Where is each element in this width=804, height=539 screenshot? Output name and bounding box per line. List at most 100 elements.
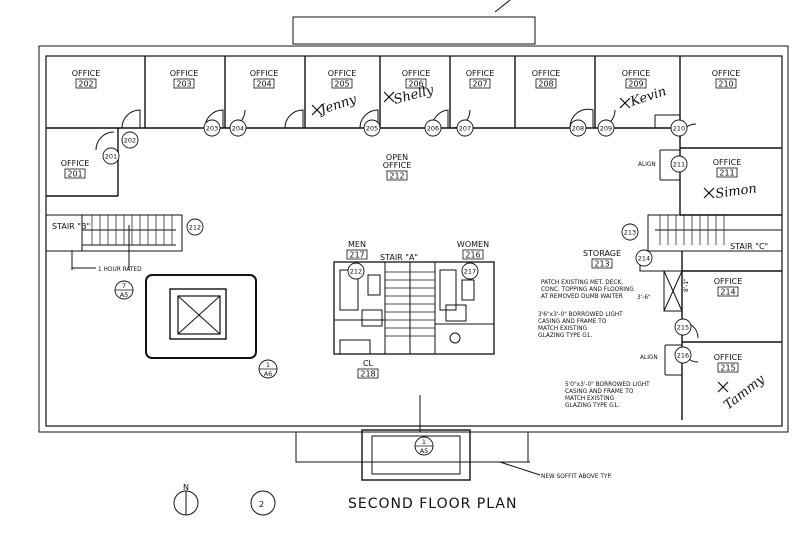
borrowed2-note-4: GLAZING TYPE G1. <box>565 403 619 409</box>
room-number-box <box>716 167 738 178</box>
door-tag-label: 209 <box>600 125 612 133</box>
room-214: OFFICE 214 <box>714 277 743 297</box>
stair-c-label: STAIR "C" <box>730 242 768 251</box>
door-tag-label: 212 <box>189 224 201 232</box>
room-number-box <box>405 78 427 89</box>
dimension-2: 8'-1" <box>684 278 690 292</box>
sheet-circle <box>250 490 276 516</box>
room-name: CL <box>363 359 374 368</box>
inner-wall <box>45 55 783 427</box>
door-tag-label: 211 <box>673 161 685 169</box>
door-tag-label: 215 <box>677 324 689 332</box>
borrowed1-note-4: GLAZING TYPE G1. <box>538 333 592 339</box>
door-tag-217: 217 <box>461 262 479 280</box>
section-mark-bottom: A5 <box>420 447 429 455</box>
room-name: OFFICE <box>170 69 199 78</box>
room-number: 214 <box>720 288 735 297</box>
room-number: 210 <box>718 80 733 89</box>
room-number-box <box>357 368 379 379</box>
room-number-box <box>469 78 491 89</box>
room-number-box <box>591 258 613 269</box>
room-number: 216 <box>465 251 480 260</box>
door-tag-212: 212 <box>347 262 365 280</box>
top-leader <box>494 0 511 13</box>
door-tag-210: 210 <box>670 119 688 137</box>
door-tag-label: 201 <box>105 153 117 161</box>
room-number-box <box>717 286 739 297</box>
door-tag-label: 202 <box>124 137 136 145</box>
soffit-note: NEW SOFFIT ABOVE TYP. <box>541 474 612 480</box>
room-number: 201 <box>67 170 82 179</box>
room-number: 206 <box>408 80 423 89</box>
door-tag-212: 212 <box>186 218 204 236</box>
door-tag-label: 214 <box>638 255 650 263</box>
room-name: OFFICE <box>532 69 561 78</box>
room-name: WOMEN <box>457 240 489 249</box>
handwritten-simon: Simon <box>714 181 757 202</box>
door-tag-label: 203 <box>206 125 218 133</box>
room-number: 213 <box>594 260 609 269</box>
room-number: 215 <box>720 364 735 373</box>
section-marks: 7A5 1A6 1A5 <box>114 280 434 456</box>
hour-rated-note: 1 HOUR RATED <box>98 267 142 273</box>
stair-b-label: STAIR "B" <box>52 222 90 231</box>
top-bumpout <box>292 16 536 45</box>
door-tag-211: 211 <box>670 155 688 173</box>
section-mark: 1A6 <box>258 359 278 379</box>
section-mark-bottom: A6 <box>264 370 273 378</box>
room-number: 211 <box>719 169 734 178</box>
room-number-box <box>64 168 86 179</box>
borrowed1-note-1: 3'6"x3'-0" BORROWED LIGHT <box>538 312 623 318</box>
door-tag-209: 209 <box>597 119 615 137</box>
room-name: OFFICE <box>61 159 90 168</box>
room-number: 203 <box>176 80 191 89</box>
room-number: 202 <box>78 80 93 89</box>
door-tag-213: 213 <box>621 223 639 241</box>
door-tag-label: 216 <box>677 352 689 360</box>
room-number-box <box>625 78 647 89</box>
borrowed1-note-3: MATCH EXISTING <box>538 326 588 332</box>
section-mark: 1A5 <box>414 436 434 456</box>
door-tag-label: 204 <box>232 125 244 133</box>
door-tag-215: 215 <box>674 318 692 336</box>
sheet-number: 2 <box>259 500 264 509</box>
door-tag-201: 201 <box>102 147 120 165</box>
stair-a-label: STAIR "A" <box>380 253 418 262</box>
room-name: OFFICE <box>714 277 743 286</box>
room-216: WOMEN 216 <box>457 240 489 260</box>
room-name: OFFICE <box>383 161 412 170</box>
room-number-box <box>331 78 353 89</box>
section-mark: 7A5 <box>114 280 134 300</box>
room-labels: OFFICE202OFFICE203OFFICE204OFFICE205OFFI… <box>61 69 743 379</box>
room-number: 209 <box>628 80 643 89</box>
room-number: 217 <box>349 251 364 260</box>
align-note-1: ALIGN <box>638 162 656 168</box>
door-tag-216: 216 <box>674 346 692 364</box>
door-tag-label: 208 <box>572 125 584 133</box>
room-name: OPEN <box>386 153 408 162</box>
door-tag-label: 210 <box>673 125 685 133</box>
room-number-box <box>173 78 195 89</box>
handwritten-tammy: Tammy <box>721 372 768 413</box>
door-tag-label: 205 <box>366 125 378 133</box>
room-number-box <box>462 249 484 260</box>
room-number-box <box>346 249 368 260</box>
borrowed2-note-3: MATCH EXISTING <box>565 396 615 402</box>
room-number-box <box>535 78 557 89</box>
elevator-core <box>145 274 257 359</box>
room-name: OFFICE <box>328 69 357 78</box>
plan-title: SECOND FLOOR PLAN <box>348 496 517 512</box>
room-number-box <box>715 78 737 89</box>
door-tag-202: 202 <box>121 131 139 149</box>
door-tag-label: 207 <box>459 125 471 133</box>
patch-note-1: PATCH EXISTING MET. DECK, <box>541 280 623 286</box>
dimension-1: 3'-6" <box>637 295 651 301</box>
patch-note-2: CONC. TOPPING AND FLOORING <box>541 287 634 293</box>
